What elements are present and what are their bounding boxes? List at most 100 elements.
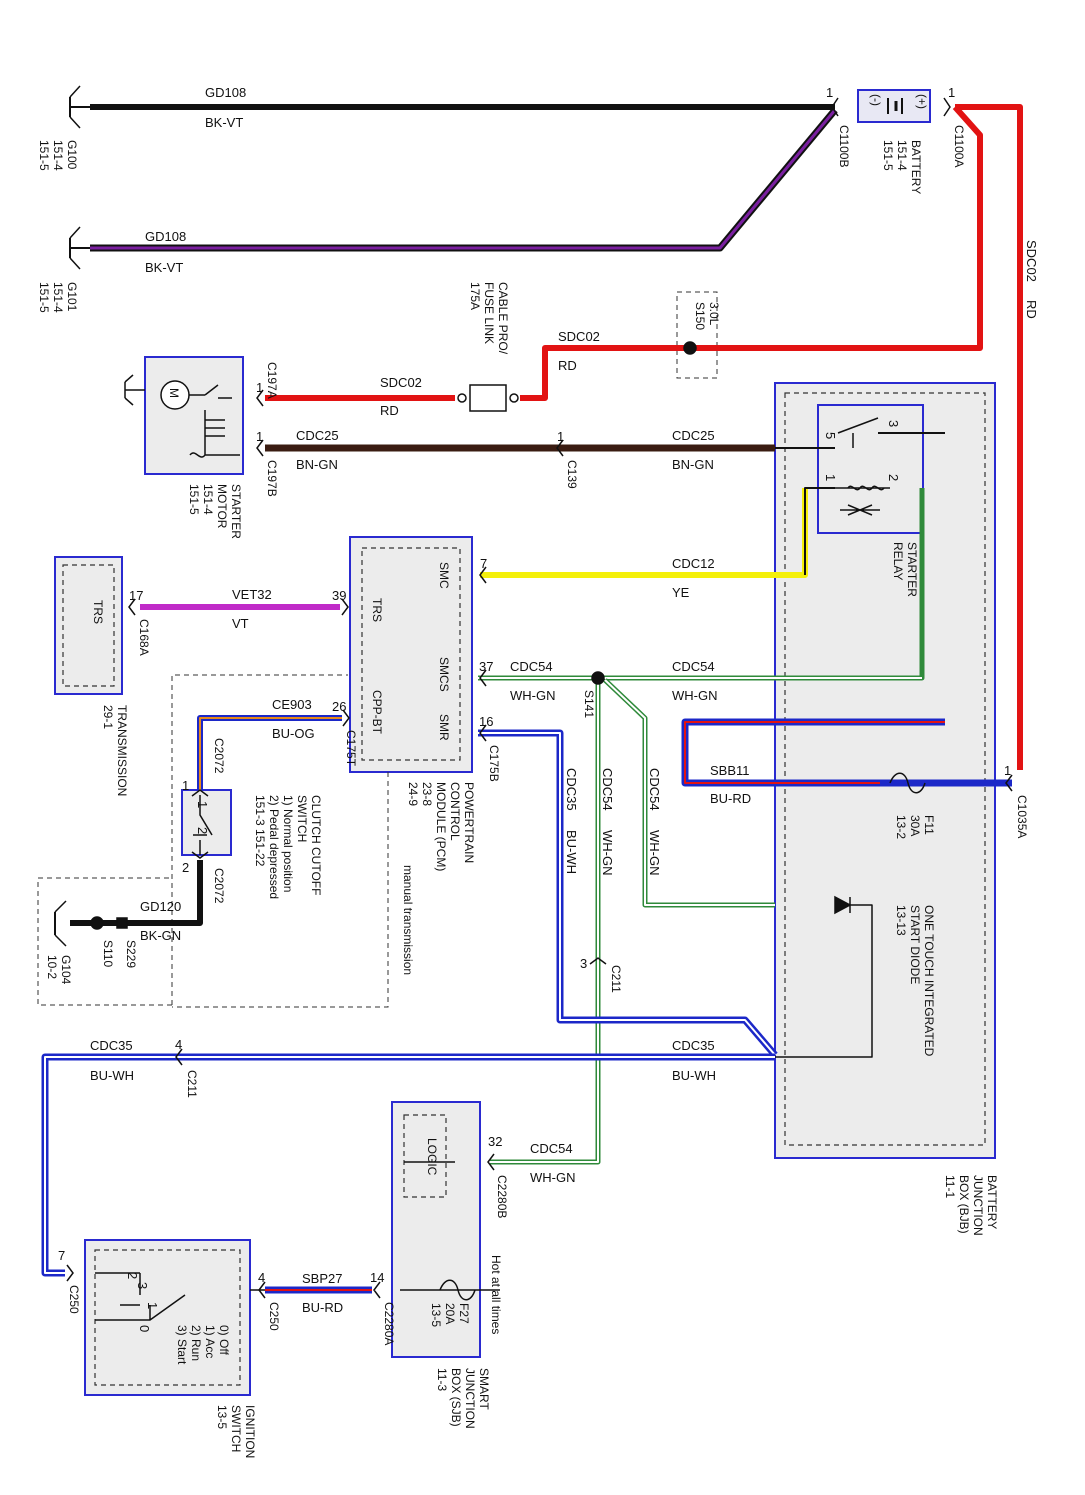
connector-label: C1100A xyxy=(952,125,966,167)
wire-id: CDC54 xyxy=(510,659,553,674)
wire-id: GD108 xyxy=(205,85,246,100)
wire-color: WH-GN xyxy=(647,830,662,876)
connector-label: C250 xyxy=(267,1302,281,1331)
clutch-switch-box xyxy=(181,789,232,856)
pcm-box xyxy=(349,536,473,773)
s110-splice-icon xyxy=(90,916,104,930)
starter-solenoid-coil xyxy=(205,419,225,437)
connector-label: C139 xyxy=(565,460,579,489)
wire-color: BK-VT xyxy=(205,115,243,130)
pin-number: 1 xyxy=(557,429,564,444)
connector-label: C2072 xyxy=(212,868,226,904)
wire-id: CDC54 xyxy=(647,768,662,811)
pin-number: 1 xyxy=(182,778,189,793)
sbb11-wire-inner xyxy=(684,721,945,784)
connector-label: C168A xyxy=(137,619,151,656)
pin-number: 14 xyxy=(370,1270,384,1285)
wire-id: CDC12 xyxy=(672,556,715,571)
wire-id: CDC54 xyxy=(530,1141,573,1156)
fuse-link-icon xyxy=(469,384,507,412)
bjb-label: BOX (BJB) xyxy=(957,1175,971,1234)
pcm-inner xyxy=(361,547,461,761)
splice-label: S110 xyxy=(101,940,115,967)
diode-icon xyxy=(834,895,852,915)
trs-box-label: TRS xyxy=(91,600,105,624)
logic-box xyxy=(403,1114,447,1198)
f27-label: F27 xyxy=(457,1303,471,1324)
ign-position: 1) Acc xyxy=(203,1325,217,1358)
wire-id: SDC02 xyxy=(558,329,600,344)
splice-label: S141 xyxy=(582,690,596,718)
pcm-label: POWERTRAIN xyxy=(462,782,476,863)
bjb-label: BATTERY xyxy=(985,1175,999,1229)
clutch-switch-icon xyxy=(193,795,213,855)
connector-label: C175T xyxy=(344,730,358,767)
f27-label: 20A xyxy=(443,1303,457,1324)
ign-position: 0) Off xyxy=(217,1325,231,1355)
connector-label: C250 xyxy=(67,1285,81,1314)
pin-number: 3 xyxy=(580,956,587,971)
relay-coil-icon xyxy=(847,485,885,491)
sjb-label: JUNCTION xyxy=(463,1368,477,1429)
bjb-label: JUNCTION xyxy=(971,1175,985,1236)
wire-color: RD xyxy=(558,358,577,373)
pcm-pin-label: TRS xyxy=(370,598,384,622)
starter-relay-box xyxy=(817,404,924,534)
starter-motor-label: 151-5 xyxy=(187,484,201,515)
diode-line xyxy=(775,904,873,1058)
cdc54-diode-inner xyxy=(604,679,775,906)
fuse-link-terminal-right xyxy=(509,393,519,403)
sjb-label: SMART xyxy=(477,1368,491,1410)
pin-number: 37 xyxy=(479,659,493,674)
wire-id: CE903 xyxy=(272,697,312,712)
wire-color: BK-VT xyxy=(145,260,183,275)
wire-color: RD xyxy=(1024,300,1039,319)
fuse-link-label: 175A xyxy=(468,282,482,310)
wire-color: BU-RD xyxy=(302,1300,343,1315)
pin-number: 1 xyxy=(823,474,838,481)
connector-label: C2280A xyxy=(382,1302,396,1345)
wire-color: WH-GN xyxy=(530,1170,576,1185)
sjb-label: 11-3 xyxy=(435,1368,449,1391)
s150-box xyxy=(676,291,718,379)
ign-position: 2) Run xyxy=(189,1325,203,1361)
ground-label: 151-4 xyxy=(51,140,65,171)
fuse-link-terminal-left xyxy=(457,393,467,403)
pcm-label: CONTROL xyxy=(448,782,462,841)
wire-color: BN-GN xyxy=(672,457,714,472)
starter-relay-label: RELAY xyxy=(891,542,905,580)
cdc12-wire xyxy=(480,488,808,578)
wire-id: CDC54 xyxy=(672,659,715,674)
wire-color: BU-WH xyxy=(672,1068,716,1083)
battery-icon xyxy=(857,89,931,123)
wire-id: VET32 xyxy=(232,587,272,602)
clutch-label: CLUTCH CUTOFF xyxy=(309,795,323,895)
pin-number: 2 xyxy=(125,1272,140,1279)
symbols xyxy=(54,85,1013,1321)
battery-label: BATTERY xyxy=(909,140,923,194)
ground-label: 10-2 xyxy=(45,955,59,979)
transmission-label: TRANSMISSION xyxy=(115,705,129,796)
cdc12-relay-lead xyxy=(804,487,835,575)
pin-number: 2 xyxy=(182,860,189,875)
connector-label: C197A xyxy=(265,362,279,399)
ignition-label: IGNITION xyxy=(243,1405,257,1458)
gd108-bottom-wire-inner xyxy=(90,109,837,250)
ground-label: G100 xyxy=(65,140,79,170)
pin-number: 16 xyxy=(479,714,493,729)
diode-label: START DIODE xyxy=(908,905,922,984)
wire-color: WH-GN xyxy=(510,688,556,703)
starter-motor-label: 151-4 xyxy=(201,484,215,515)
wire-id: SDC02 xyxy=(1024,240,1039,282)
pin-number: 3 xyxy=(886,420,901,427)
starter-relay-label: STARTER xyxy=(905,542,919,597)
starter-motor-label: STARTER xyxy=(229,484,243,539)
pin-number: 4 xyxy=(175,1037,182,1052)
connector-label: C2280B xyxy=(495,1175,509,1218)
wire-id: GD108 xyxy=(145,229,186,244)
s141-splice-icon xyxy=(591,671,605,685)
f27-fuse-icon xyxy=(439,1279,476,1301)
manual-transmission-label: manual transmission xyxy=(401,865,415,975)
wire-id: SBP27 xyxy=(302,1271,342,1286)
